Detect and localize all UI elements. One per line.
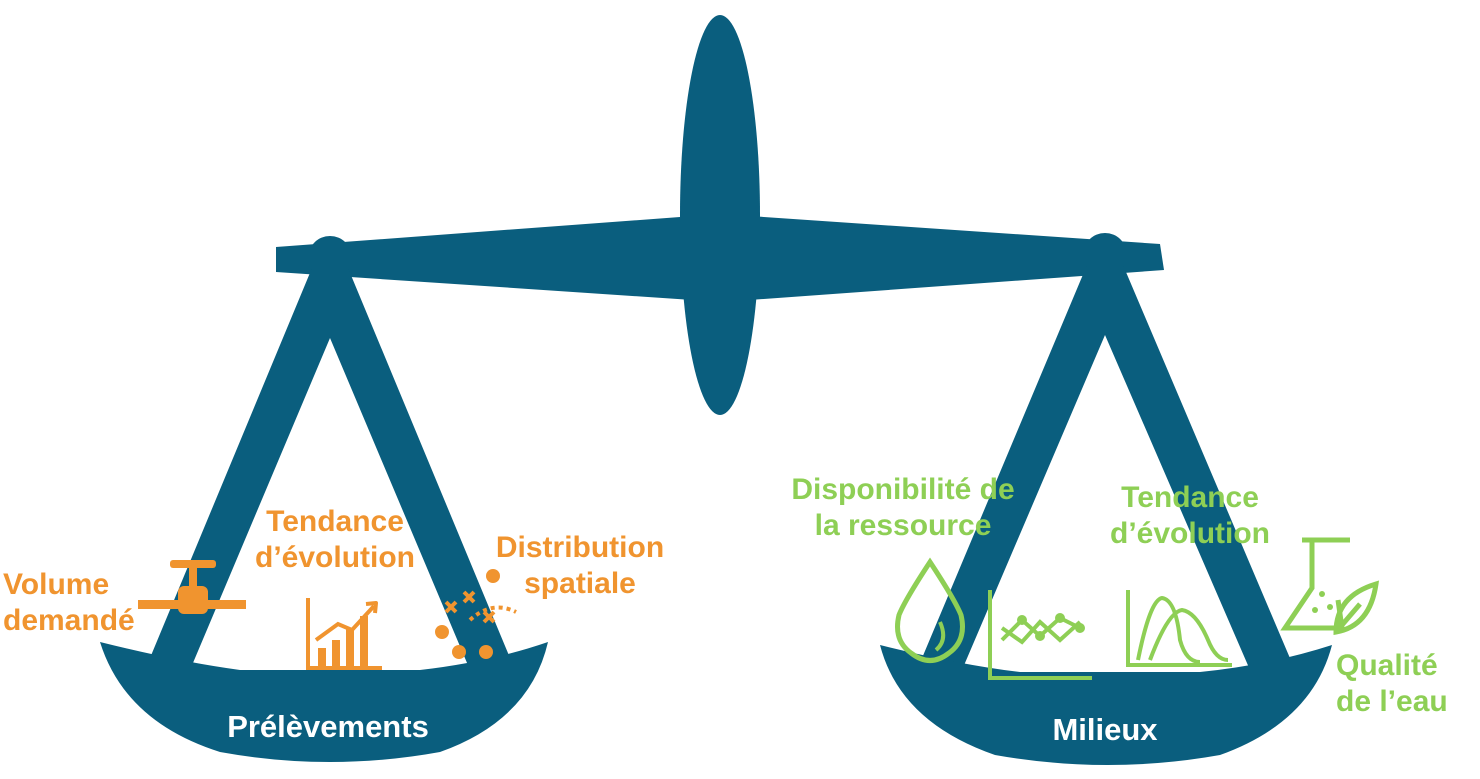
- left-pan-frame: [145, 268, 515, 670]
- line-chart-icon: [988, 590, 1092, 680]
- distribution-curve-icon: [1126, 590, 1232, 667]
- volume-demande-label: Volume demandé: [3, 568, 135, 637]
- distribution-spatiale-label: Distribution spatiale: [495, 531, 665, 600]
- water-drop-icon: [895, 557, 965, 663]
- milieux-title: Milieux: [1052, 712, 1158, 747]
- scale-structure: [100, 15, 1332, 765]
- right-pan-bowl: [880, 645, 1332, 765]
- flask-leaf-icon: [1280, 537, 1380, 635]
- left-pan-bowl: [100, 642, 548, 762]
- scatter-points-icon: [435, 569, 517, 659]
- valve-icon: [138, 560, 246, 614]
- disponibilite-ressource-label: Disponibilité de la ressource: [791, 473, 1015, 542]
- tendance-evolution-right-label: Tendance d’évolution: [1110, 481, 1270, 550]
- tendance-evolution-left-label: Tendance d’évolution: [255, 505, 415, 574]
- qualite-eau-label: Qualité de l’eau: [1336, 649, 1448, 718]
- right-pan-frame: [917, 265, 1295, 670]
- prelevements-title: Prélèvements: [227, 709, 429, 744]
- growth-bar-chart-icon: [306, 598, 382, 670]
- scale-center-post: [680, 15, 760, 415]
